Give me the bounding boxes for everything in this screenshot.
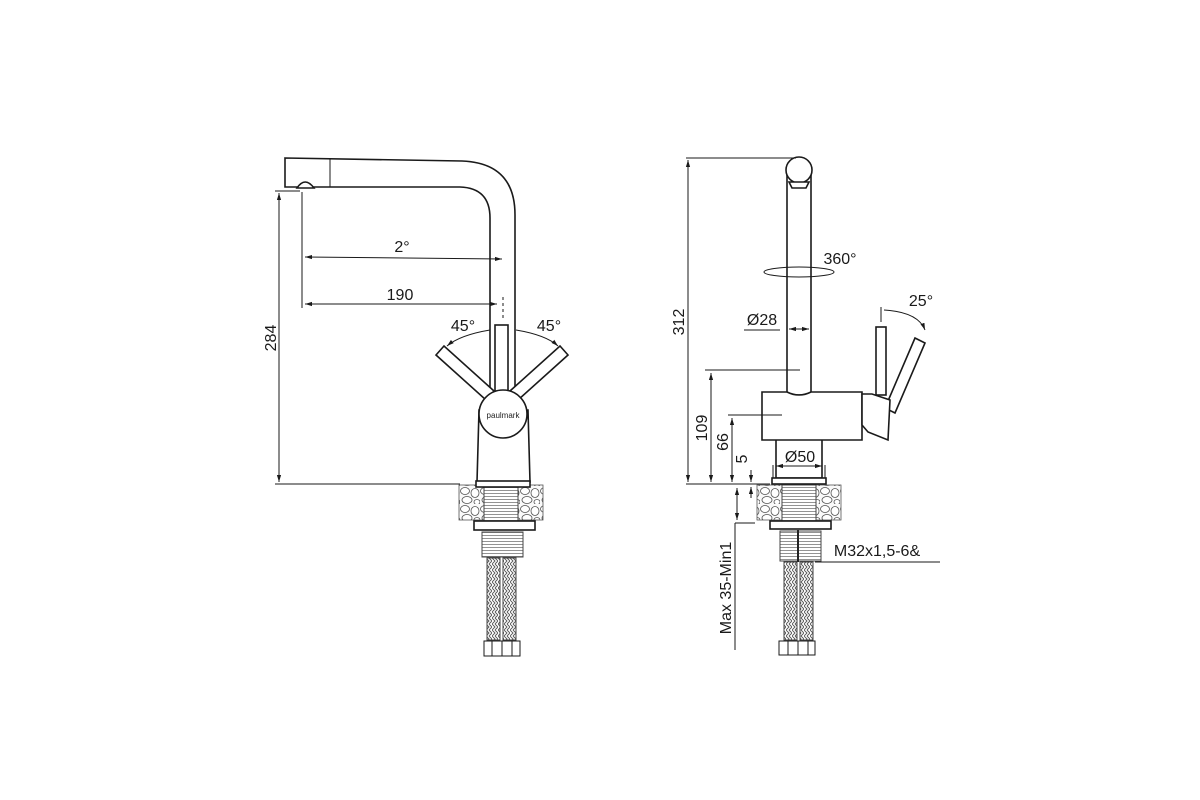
lever bbox=[494, 324, 509, 401]
side-view: 312 360° Ø28 25° 109 66 5 Ø50 bbox=[671, 156, 940, 656]
dim-height: 284 bbox=[263, 325, 280, 352]
front-dimensions: 284 2° 190 45° 45° bbox=[263, 190, 561, 485]
dim-swivel-angle: 2° bbox=[394, 239, 409, 256]
front-view: paulmark 284 2° 190 45° 45° bbox=[263, 157, 570, 657]
front-faucet-body: paulmark bbox=[284, 157, 570, 488]
side-mounting bbox=[756, 484, 842, 656]
handle-left-position bbox=[434, 344, 496, 402]
brand-logo-disc bbox=[478, 389, 528, 439]
dim-base-height: 5 bbox=[734, 454, 751, 463]
side-faucet-body bbox=[761, 156, 927, 485]
front-mounting bbox=[458, 484, 544, 657]
dim-counter-thickness: Max 35-Min1 bbox=[718, 542, 735, 635]
dim-spout-diameter: Ø28 bbox=[747, 312, 777, 329]
side-lever-upright bbox=[875, 326, 887, 396]
dim-lever-tilt: 25° bbox=[909, 293, 933, 310]
dim-total-height: 312 bbox=[671, 309, 688, 336]
side-lever-tilted bbox=[883, 336, 927, 415]
side-dimensions: 312 360° Ø28 25° 109 66 5 Ø50 bbox=[671, 157, 940, 650]
dim-reach: 190 bbox=[387, 287, 414, 304]
dim-lever-right: 45° bbox=[537, 318, 561, 335]
dim-base-diameter: Ø50 bbox=[785, 449, 815, 466]
dim-body-height: 109 bbox=[694, 415, 711, 442]
dim-thread: M32x1,5-6& bbox=[834, 543, 921, 560]
brand-logo: paulmark bbox=[487, 411, 521, 420]
dim-rotation: 360° bbox=[823, 251, 856, 268]
dim-lever-axis-height: 66 bbox=[715, 433, 732, 451]
handle-right-position bbox=[508, 344, 570, 402]
dim-lever-left: 45° bbox=[451, 318, 475, 335]
